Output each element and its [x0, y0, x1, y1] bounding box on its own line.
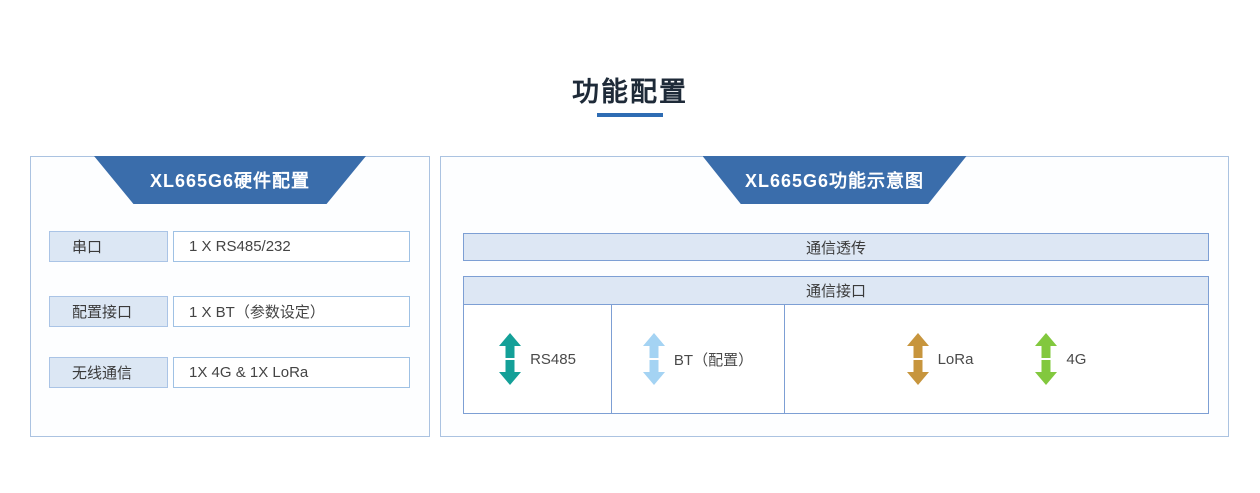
rs485-group: RS485	[499, 333, 576, 385]
g4-group: 4G	[1035, 333, 1086, 385]
hardware-row-label: 无线通信	[49, 357, 168, 388]
hardware-config-panel-title: XL665G6硬件配置	[149, 171, 311, 191]
function-diagram-panel-title: XL665G6功能示意图	[744, 171, 925, 191]
hardware-row-serial: 串口 1 X RS485/232	[49, 231, 410, 262]
passthrough-bar-label: 通信透传	[805, 239, 866, 257]
lora-label: LoRa	[937, 350, 974, 368]
bt-label: BT（配置）	[673, 351, 754, 369]
interface-cell-wireless: LoRa 4G	[785, 305, 1208, 413]
4g-label: 4G	[1066, 350, 1087, 368]
interface-cell-rs485: RS485	[464, 305, 612, 413]
function-diagram-panel-header: XL665G6功能示意图	[702, 156, 967, 204]
hardware-row-value: 1 X BT（参数设定）	[173, 296, 410, 327]
hardware-row-wireless: 无线通信 1X 4G & 1X LoRa	[49, 357, 410, 388]
interface-table-header-label: 通信接口	[805, 283, 866, 300]
hardware-config-panel: XL665G6硬件配置 串口 1 X RS485/232 配置接口 1 X BT…	[30, 156, 430, 437]
title-underline	[597, 113, 663, 117]
bt-double-arrow-icon	[642, 333, 665, 385]
hardware-row-label: 串口	[49, 231, 168, 262]
hardware-row-config-interface: 配置接口 1 X BT（参数设定）	[49, 296, 410, 327]
hardware-row-value: 1X 4G & 1X LoRa	[173, 357, 410, 388]
lora-double-arrow-icon	[906, 333, 929, 385]
interface-table-header: 通信接口	[464, 277, 1208, 305]
hardware-row-label: 配置接口	[49, 296, 168, 327]
4g-double-arrow-icon	[1035, 333, 1058, 385]
hardware-row-value: 1 X RS485/232	[173, 231, 410, 262]
interface-table: 通信接口 RS485	[463, 276, 1209, 414]
bt-group: BT（配置）	[642, 333, 754, 385]
interface-table-body: RS485 BT（配置）	[464, 305, 1208, 413]
function-diagram-panel: XL665G6功能示意图 通信透传 通信接口 RS485	[440, 156, 1229, 437]
lora-group: LoRa	[906, 333, 974, 385]
hardware-config-panel-header: XL665G6硬件配置	[94, 156, 366, 204]
interface-cell-bt: BT（配置）	[612, 305, 785, 413]
rs485-double-arrow-icon	[499, 333, 522, 385]
page-title: 功能配置	[572, 77, 688, 107]
rs485-label: RS485	[530, 350, 576, 368]
passthrough-bar: 通信透传	[463, 233, 1209, 261]
